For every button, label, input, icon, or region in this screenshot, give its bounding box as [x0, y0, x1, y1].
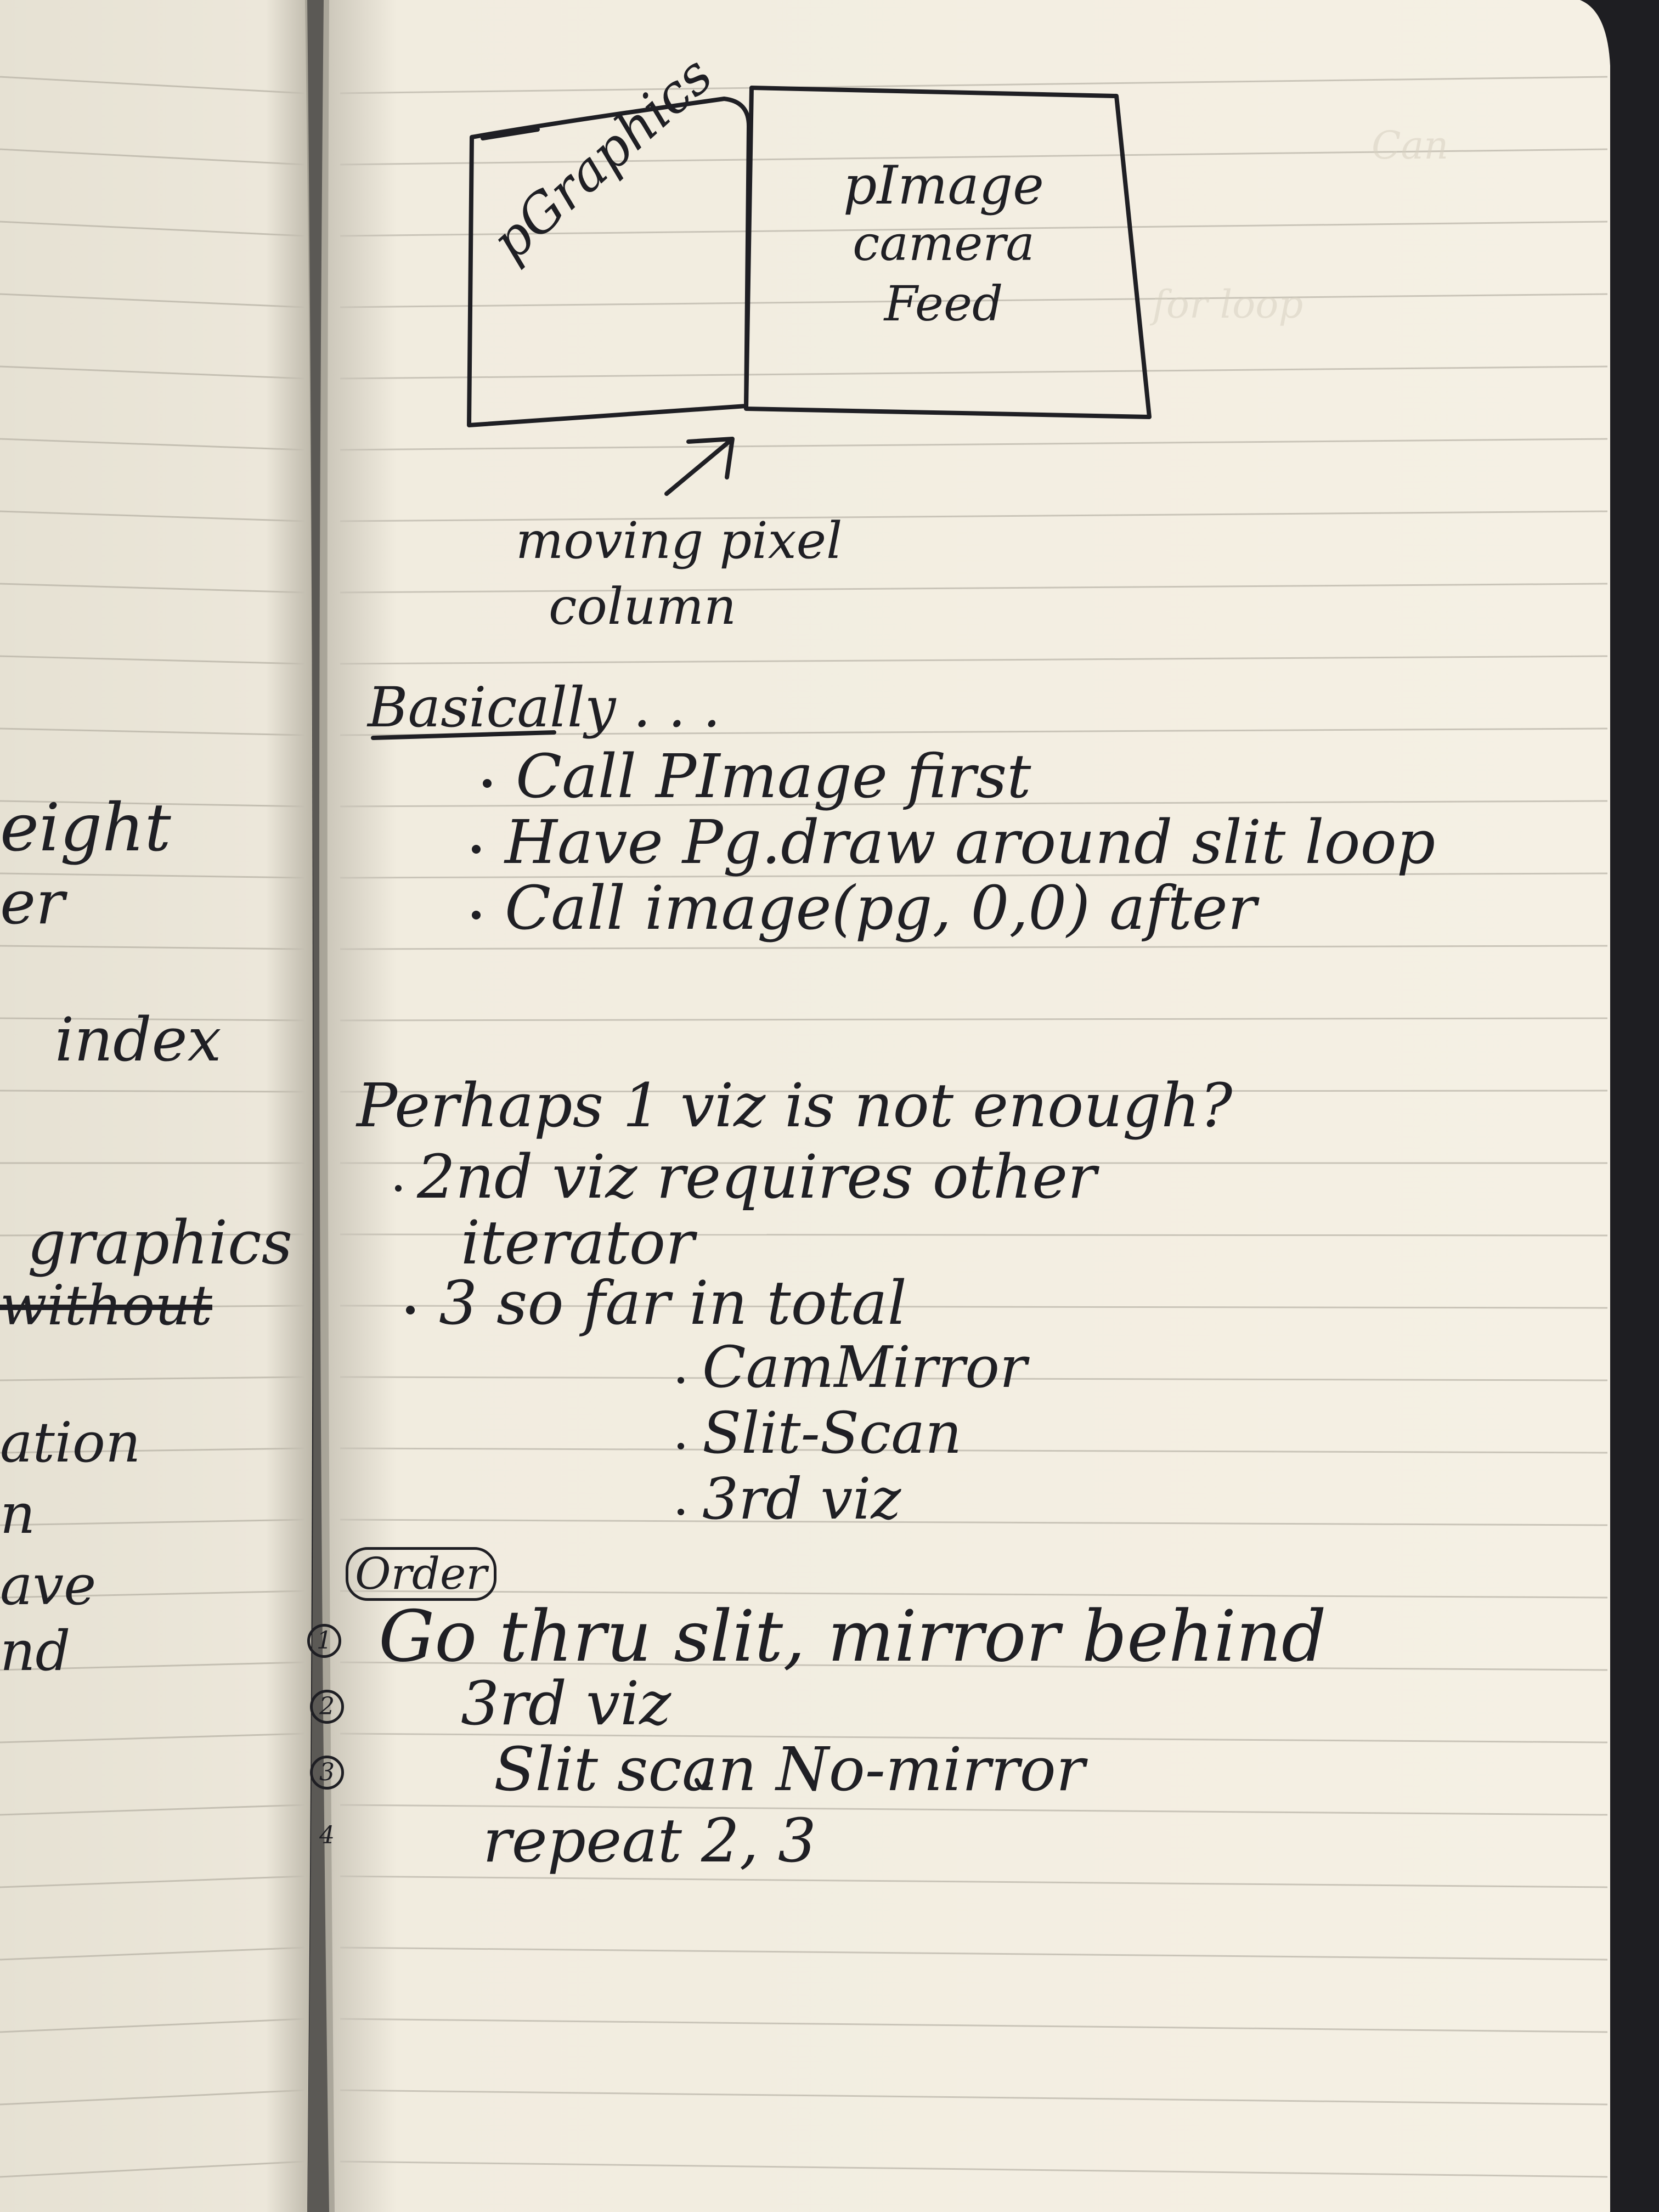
- pimage-label: pImage: [843, 155, 1044, 216]
- left-fragment: without: [0, 1273, 212, 1338]
- diagram-sketch: [371, 86, 1152, 1790]
- basically-heading: Basically . . .: [368, 675, 721, 740]
- left-fragment: ation: [0, 1410, 141, 1475]
- step-number: 2: [310, 1690, 344, 1724]
- step-number: 4: [319, 1821, 335, 1849]
- feed-label: Feed: [884, 275, 1003, 332]
- arrow-icon: [664, 437, 735, 496]
- bullet-dot: [678, 1509, 684, 1515]
- bullet-dot: [395, 1185, 402, 1192]
- left-fragment: er: [0, 867, 65, 938]
- left-fragment: n: [0, 1482, 36, 1546]
- arrow-caption-line-1: moving pixel: [516, 511, 843, 570]
- bullet-dot: [472, 845, 481, 854]
- bleed-through-text: for loop: [1152, 282, 1304, 327]
- right-page: [319, 0, 1610, 2212]
- spine-shadow: [305, 0, 335, 2212]
- pgraphics-box: [467, 97, 751, 427]
- step-tick: [695, 1778, 710, 1790]
- order-step: Go thru slit, mirror behind: [379, 1596, 1327, 1678]
- order-step: 3rd viz: [461, 1668, 672, 1739]
- basically-item: Have Pg.draw around slit loop: [505, 807, 1436, 877]
- order-step: repeat 2, 3: [483, 1805, 816, 1876]
- bullet-dot: [678, 1443, 684, 1449]
- viz-item: 3rd viz: [702, 1465, 901, 1532]
- order-label: Order: [346, 1547, 496, 1601]
- bullet-dot: [483, 779, 492, 788]
- step-number: 1: [307, 1624, 341, 1658]
- left-fragment: graphics: [27, 1207, 293, 1278]
- left-page: [0, 0, 313, 2212]
- box-corner-mark: [481, 127, 540, 140]
- left-fragment: index: [55, 1005, 222, 1075]
- basically-item: Call image(pg, 0,0) after: [505, 873, 1257, 943]
- viz-item: CamMirror: [702, 1334, 1027, 1401]
- ruled-lines-right: [340, 76, 1608, 2178]
- left-fragment: nd: [0, 1619, 71, 1683]
- camera-label: camera: [853, 215, 1035, 272]
- basically-item: Call PImage first: [516, 741, 1031, 811]
- left-fragment: eight: [0, 790, 171, 866]
- left-fragment: ave: [0, 1553, 97, 1617]
- question-text: Perhaps 1 viz is not enough?: [357, 1070, 1233, 1141]
- question-item: 3 so far in total: [439, 1268, 907, 1338]
- question-item: iterator: [461, 1207, 695, 1278]
- order-step: Slit scan No-mirror: [494, 1734, 1085, 1804]
- heading-underline: [371, 730, 556, 740]
- ruled-lines-left: [0, 76, 305, 2178]
- bullet-dot: [406, 1306, 415, 1314]
- bullet-dot: [472, 911, 481, 919]
- bleed-through-text: Can: [1372, 123, 1449, 168]
- question-item: 2nd viz requires other: [417, 1142, 1097, 1212]
- pimage-box: [744, 86, 1152, 419]
- step-number: 3: [310, 1756, 344, 1790]
- bullet-dot: [678, 1377, 684, 1384]
- viz-item: Slit-Scan: [702, 1400, 962, 1466]
- arrow-caption-line-2: column: [549, 577, 737, 636]
